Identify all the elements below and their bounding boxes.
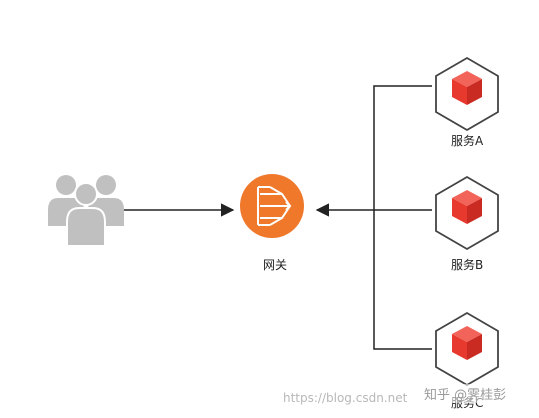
gateway-label: 网关 bbox=[263, 258, 288, 272]
edge-service-a-bracket bbox=[373, 85, 432, 350]
service-b-label: 服务B bbox=[451, 258, 484, 272]
connectors bbox=[124, 85, 432, 350]
service-c-cube-icon bbox=[435, 311, 499, 387]
watermark-url: https://blog.csdn.net bbox=[283, 391, 408, 405]
service-a-label: 服务A bbox=[451, 134, 484, 148]
service-a-cube-icon bbox=[435, 56, 499, 132]
gateway-icon bbox=[240, 174, 304, 238]
watermark-zhihu: 知乎 @霁桂彭 bbox=[424, 384, 507, 403]
users-group-icon bbox=[48, 175, 124, 247]
service-b-cube-icon bbox=[435, 175, 499, 251]
